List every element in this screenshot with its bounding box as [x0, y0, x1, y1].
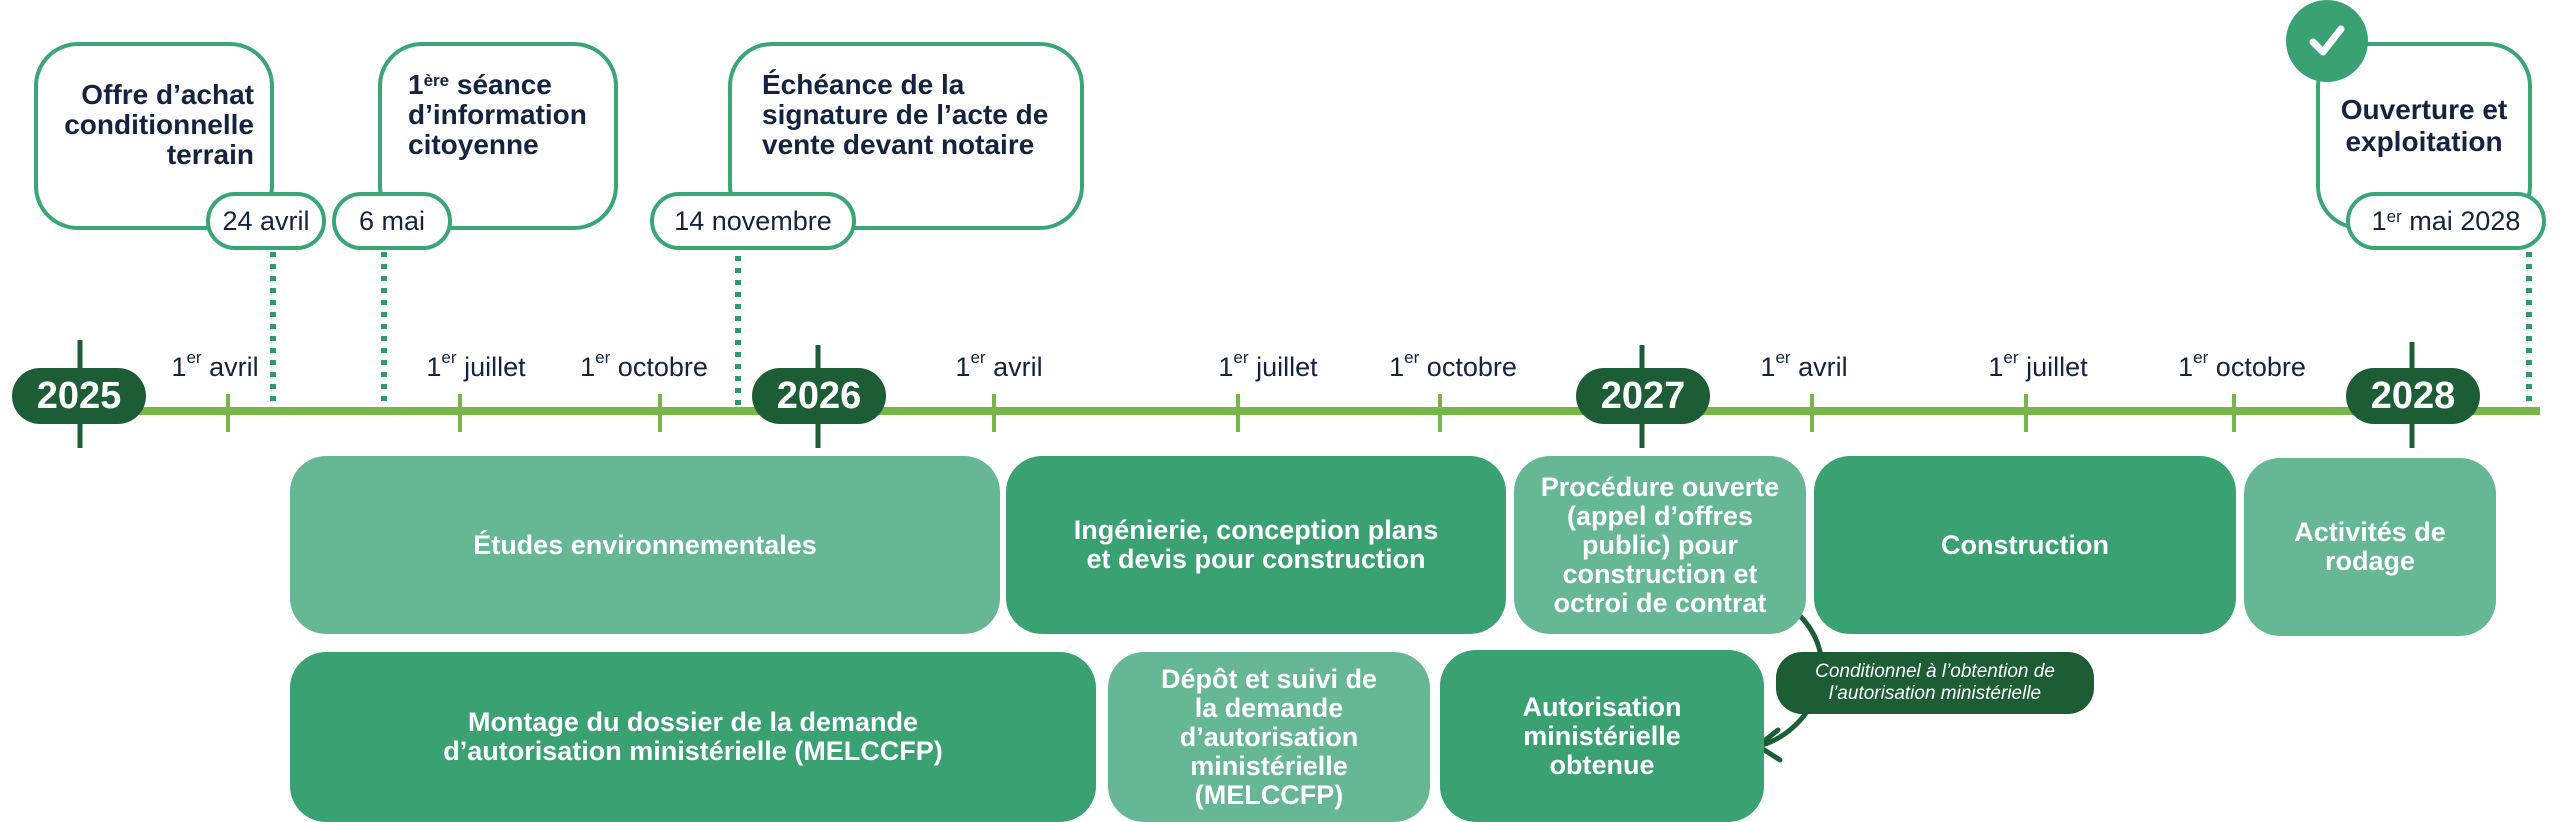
- phase-autorisation-obtenue: Autorisation ministérielle obtenue: [1440, 650, 1764, 822]
- month-label-octobre-2025: 1er octobre: [580, 348, 708, 382]
- check-icon: [2309, 25, 2345, 56]
- month-label-juillet-2026: 1er juillet: [1218, 348, 1318, 382]
- phase-procedure-ouverte: Procédure ouverte (appel d’offres public…: [1514, 456, 1806, 634]
- milestone-seance-line1-rest: séance: [449, 69, 552, 100]
- year-badge-2027: 2027: [1576, 368, 1710, 424]
- milestone-echeance-line1: Échéance de la: [762, 69, 965, 100]
- milestone-echeance-date: 14 novembre: [650, 192, 856, 250]
- milestone-seance-ord: 1: [408, 69, 424, 100]
- month-label-juillet-2027: 1er juillet: [1988, 348, 2088, 382]
- milestone-ouverture-line1: Ouverture et: [2340, 94, 2508, 125]
- month-label-juillet-2025: 1er juillet: [426, 348, 526, 382]
- milestone-seance-date: 6 mai: [332, 192, 452, 250]
- month-label-octobre-2026: 1er octobre: [1389, 348, 1517, 382]
- milestone-ouverture-title: Ouverture et exploitation: [2318, 94, 2530, 158]
- phase-depot-suivi: Dépôt et suivi de la demande d’autorisat…: [1108, 652, 1430, 822]
- year-badge-2025: 2025: [12, 368, 146, 424]
- milestone-offre-line1: Offre d’achat: [81, 79, 254, 110]
- phase-etudes-environnementales: Études environnementales: [290, 456, 1000, 634]
- milestone-seance-line1: 1ère séance: [408, 70, 608, 100]
- milestone-ouverture-line2: exploitation: [2345, 126, 2503, 157]
- conditional-note: Conditionnel à l’obtention de l’autorisa…: [1776, 652, 2094, 714]
- milestone-seance-line2: d’information: [408, 99, 587, 130]
- month-label-avril-2027: 1er avril: [1760, 348, 1848, 382]
- milestone-offre-title: Offre d’achat conditionnelle terrain: [38, 80, 254, 170]
- milestone-echeance-line3: vente devant notaire: [762, 129, 1035, 160]
- phase-montage-dossier: Montage du dossier de la demande d’autor…: [290, 652, 1096, 822]
- year-badge-2026: 2026: [752, 368, 886, 424]
- year-badge-2028: 2028: [2346, 368, 2480, 424]
- phase-construction: Construction: [1814, 456, 2236, 634]
- milestone-ouverture-date-sup: er: [2386, 207, 2402, 226]
- milestone-ouverture-badge: [2286, 0, 2368, 82]
- milestone-seance-line3: citoyenne: [408, 129, 539, 160]
- phase-ingenierie: Ingénierie, conception plans et devis po…: [1006, 456, 1506, 634]
- month-label-octobre-2027: 1er octobre: [2178, 348, 2306, 382]
- milestone-offre-line2: conditionnelle: [64, 109, 254, 140]
- phase-activites-rodage: Activités de rodage: [2244, 458, 2496, 636]
- milestone-offre-line3: terrain: [166, 139, 254, 170]
- month-label-avril-2025: 1er avril: [171, 348, 259, 382]
- milestone-echeance-title: Échéance de la signature de l’acte de ve…: [762, 70, 1072, 160]
- milestone-offre-date: 24 avril: [206, 192, 326, 250]
- milestone-ouverture-date-rest: mai 2028: [2401, 205, 2521, 236]
- month-label-avril-2026: 1er avril: [955, 348, 1043, 382]
- milestone-seance-sup: ère: [423, 71, 450, 90]
- milestone-seance-title: 1ère séance d’information citoyenne: [408, 70, 608, 160]
- milestone-echeance-line2: signature de l’acte de: [762, 99, 1049, 130]
- milestone-ouverture-date-ord: 1: [2371, 205, 2387, 236]
